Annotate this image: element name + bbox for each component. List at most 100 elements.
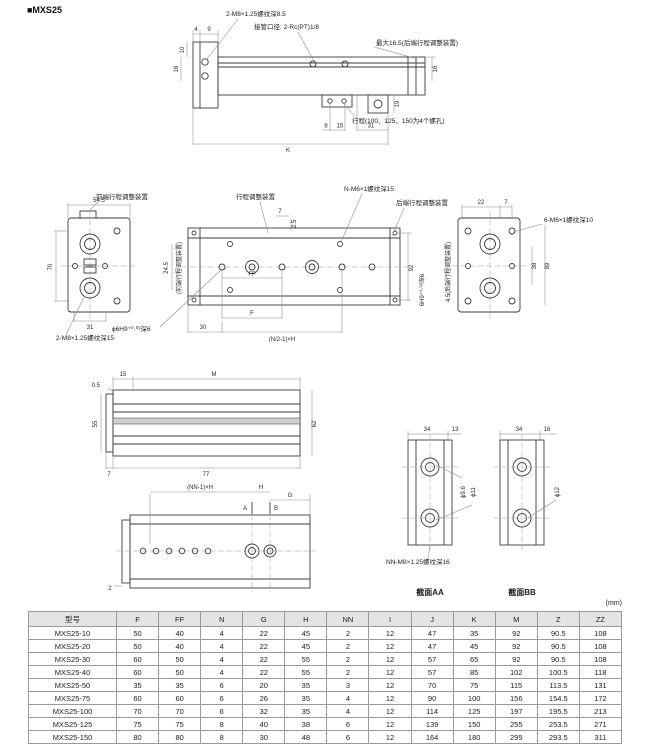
- value-cell: 26: [242, 691, 286, 705]
- dim-19: 19: [395, 100, 401, 107]
- value-cell: 20: [242, 678, 286, 692]
- value-cell: 90.5: [536, 626, 580, 640]
- dim-2: 2: [108, 586, 112, 592]
- dim-89: 89: [545, 262, 551, 269]
- dim-92: 92: [409, 264, 415, 271]
- value-cell: 65: [452, 652, 496, 666]
- model-cell: MXS25-40: [28, 665, 117, 679]
- port-note: 接管口径: 2-Rc(PT)1/8: [254, 22, 319, 31]
- dim-M: M: [212, 372, 217, 378]
- dia-11: ϕ11: [471, 487, 477, 497]
- dim-34-aa: 34: [424, 427, 431, 433]
- value-cell: 60: [115, 691, 160, 705]
- dim-16-left: 16: [174, 65, 180, 72]
- dim-9: 9: [207, 27, 211, 33]
- value-cell: 57: [410, 665, 454, 679]
- value-cell: 55: [284, 665, 328, 679]
- profile-view-drawing: 15 M 0.5 55 62 7 77: [92, 372, 318, 478]
- pin-hole-rotated-note: 6H9⁺⁰·⁰³深6: [418, 273, 426, 306]
- value-cell: 92: [494, 652, 538, 666]
- dim-7-top: 7: [278, 209, 282, 215]
- value-cell: 100: [452, 691, 496, 705]
- model-cell: MXS25-20: [28, 639, 117, 653]
- value-cell: 125: [452, 704, 496, 718]
- value-cell: 38: [284, 717, 328, 731]
- plan-view-dimension-lines: [159, 193, 411, 333]
- section-aa-label: 截面AA: [416, 587, 444, 597]
- value-cell: 70: [410, 678, 454, 692]
- value-cell: 139: [410, 717, 454, 731]
- value-cell: 47: [410, 639, 454, 653]
- dim-7-bottom: 7: [107, 472, 111, 478]
- dim-24-5: 24.5: [164, 262, 170, 274]
- model-cell: MXS25-75: [28, 691, 117, 705]
- section-aa-dimension-lines: [407, 431, 473, 560]
- table-header-cell: NN: [326, 611, 370, 627]
- dim-13-aa: 13: [452, 427, 459, 433]
- value-cell: 156: [494, 691, 538, 705]
- bottom-view-outline: [116, 514, 316, 589]
- right-end-view-dimension-lines: [461, 205, 546, 305]
- nn-m8-thread-note: NN-M8×1.25螺纹深16: [386, 557, 450, 566]
- bottom-view-dimension-lines: [114, 491, 311, 592]
- value-cell: 32: [242, 704, 286, 718]
- table-header-cell: G: [242, 611, 286, 627]
- front-adjuster-rotated-label: (前端行程调整装置): [175, 242, 183, 294]
- value-cell: 4: [200, 639, 244, 653]
- value-cell: 12: [368, 665, 412, 679]
- value-cell: 12: [368, 691, 412, 705]
- dim-0-5: 0.5: [92, 383, 101, 389]
- stroke-note: 行程(100、125、150为4个螺孔): [352, 116, 444, 125]
- dim-10: 10: [180, 46, 186, 53]
- profile-view-outline: [105, 389, 301, 457]
- value-cell: 92: [494, 626, 538, 640]
- value-cell: 40: [242, 717, 286, 731]
- value-cell: 75: [158, 717, 202, 731]
- m6-6-thread-note: 6-M6×1螺纹深10: [544, 215, 593, 224]
- dim-62: 62: [312, 420, 318, 427]
- dia-9-6: ϕ9.6: [461, 485, 467, 497]
- dim-2-5: 2.5: [292, 219, 298, 228]
- value-cell: 45: [284, 626, 328, 640]
- dim-30: 30: [200, 325, 207, 331]
- value-cell: 60: [115, 665, 160, 679]
- value-cell: 115: [494, 678, 538, 692]
- value-cell: 3: [326, 678, 370, 692]
- value-cell: 35: [115, 678, 160, 692]
- dim-FF: FF: [248, 272, 256, 278]
- dim-H: H: [259, 485, 263, 491]
- section-marker-B: B: [274, 506, 278, 512]
- value-cell: 6: [200, 704, 244, 718]
- model-cell: MXS25-30: [28, 652, 117, 666]
- value-cell: 4: [326, 691, 370, 705]
- dim-16-bb: 16: [544, 427, 551, 433]
- table-header-cell: 型号: [28, 611, 117, 627]
- right-end-view-outline: [452, 211, 526, 319]
- value-cell: 118: [578, 665, 623, 679]
- value-cell: 172: [578, 691, 623, 705]
- value-cell: 22: [242, 639, 286, 653]
- value-cell: 213: [578, 704, 623, 718]
- value-cell: 47: [410, 626, 454, 640]
- hole-pitch-formula-bottom: (NN-1)×H: [187, 485, 213, 491]
- value-cell: 75: [452, 678, 496, 692]
- plan-view-outline: [182, 227, 408, 306]
- value-cell: 35: [452, 626, 496, 640]
- table-header-cell: I: [368, 611, 412, 627]
- value-cell: 60: [115, 652, 160, 666]
- value-cell: 311: [578, 730, 623, 744]
- left-end-view-drawing: 前端行程调整装置 54.5 70 31 2-M8×1.25螺纹深15: [48, 192, 149, 342]
- value-cell: 113.5: [536, 678, 580, 692]
- dim-4: 4: [194, 27, 198, 33]
- left-end-view-outline: [61, 210, 137, 319]
- value-cell: 6: [200, 691, 244, 705]
- value-cell: 35: [284, 678, 328, 692]
- value-cell: 22: [242, 626, 286, 640]
- side-view-dimension-lines: [180, 18, 435, 145]
